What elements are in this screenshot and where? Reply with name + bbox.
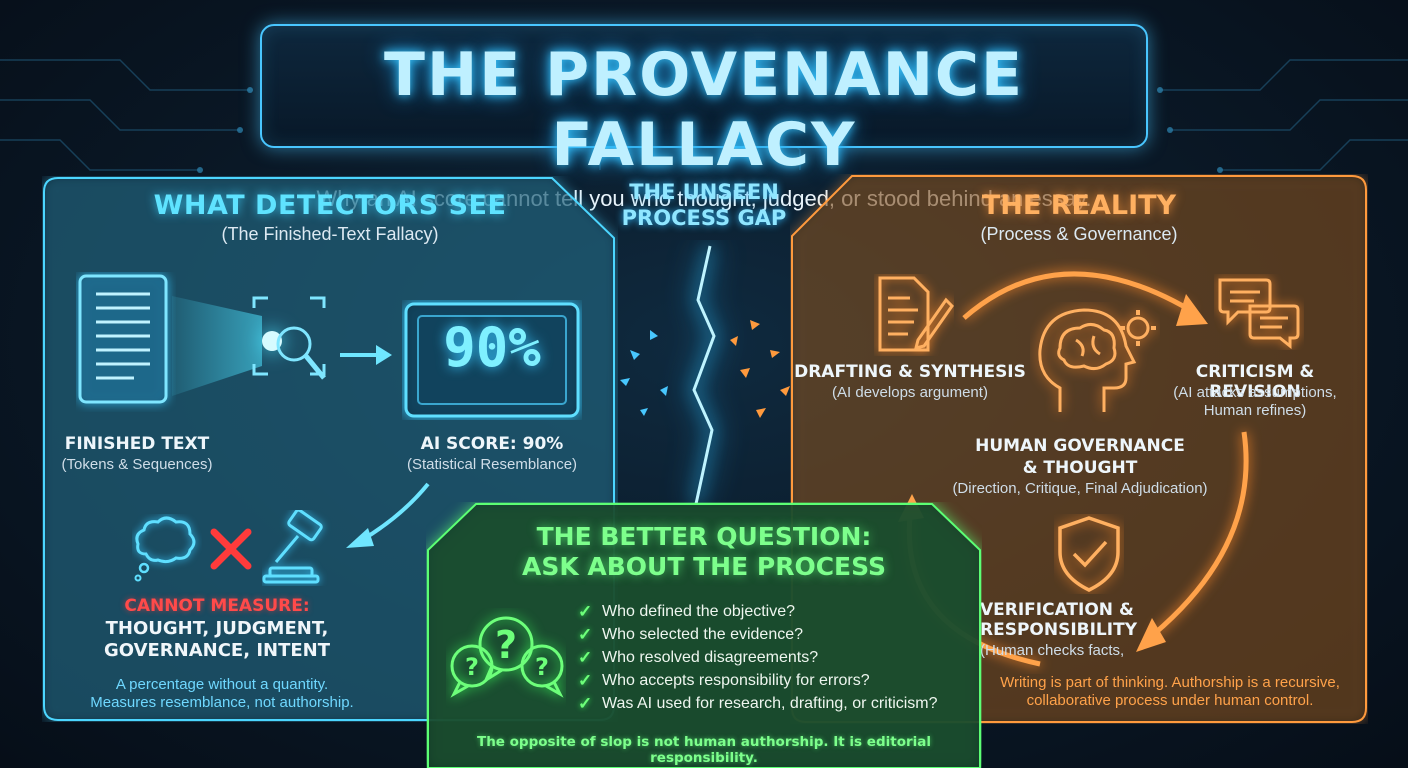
gap-heading-line1: THE UNSEEN <box>629 180 779 204</box>
head-brain-gear-icon <box>1038 308 1156 412</box>
magnifier-scan-icon <box>172 296 326 396</box>
check-icon: ✓ <box>578 624 593 644</box>
drafting-note: (AI develops argument) <box>832 384 988 401</box>
svg-text:?: ? <box>495 623 517 667</box>
cannot-measure-line1: THOUGHT, JUDGMENT, <box>105 618 329 639</box>
question-heading-line1: THE BETTER QUESTION: <box>536 522 872 551</box>
check-icon: ✓ <box>578 670 593 690</box>
ai-score-label: AI SCORE: 90% <box>420 434 564 454</box>
gap-heading-line2: PROCESS GAP <box>621 206 787 230</box>
cannot-measure-title: CANNOT MEASURE: <box>124 596 310 616</box>
finished-text-note: (Tokens & Sequences) <box>61 456 213 473</box>
check-icon: ✓ <box>578 601 593 621</box>
score-display-icon <box>404 302 580 418</box>
detectors-heading: WHAT DETECTORS SEE <box>153 190 507 221</box>
better-question-panel: THE BETTER QUESTION: ASK ABOUT THE PROCE… <box>426 502 982 768</box>
finished-text-label: FINISHED TEXT <box>64 434 210 454</box>
chat-bubbles-icon <box>1218 278 1300 350</box>
svg-text:?: ? <box>465 653 479 681</box>
arrow-down-left-icon <box>346 482 430 548</box>
governance-title-line1: HUMAN GOVERNANCE <box>975 436 1185 456</box>
better-question-frame <box>427 503 981 768</box>
ai-score-note: (Statistical Resemblance) <box>406 456 578 473</box>
governance-title-line2: & THOUGHT <box>1022 458 1138 478</box>
governance-note: (Direction, Critique, Final Adjudication… <box>952 480 1208 497</box>
reality-footer-line2: collaborative process under human contro… <box>1026 692 1314 709</box>
thought-bubble-icon <box>134 516 196 582</box>
question-footer: The opposite of slop is not human author… <box>476 734 931 766</box>
question-bubbles-icon: ? ? ? <box>450 616 564 698</box>
gavel-icon <box>262 510 323 584</box>
list-item: ✓Who selected the evidence? <box>578 624 804 644</box>
list-item: ✓Who defined the objective? <box>578 601 796 621</box>
score-value: 90% <box>443 316 541 379</box>
list-item: ✓Who accepts responsibility for errors? <box>578 670 870 690</box>
arrow-right-icon <box>340 345 392 365</box>
cannot-measure-line2: GOVERNANCE, INTENT <box>103 640 331 661</box>
criticism-title: CRITICISM & REVISION <box>1195 362 1315 402</box>
svg-text:?: ? <box>535 653 549 681</box>
reality-heading: THE REALITY <box>981 190 1177 221</box>
detectors-footer-line2: Measures resemblance, not authorship. <box>90 694 354 711</box>
list-item: ✓Was AI used for research, drafting, or … <box>578 693 938 713</box>
title-banner: THE PROVENANCE FALLACY Why an AI score c… <box>260 24 1148 211</box>
list-item: ✓Who resolved disagreements? <box>578 647 819 667</box>
shield-check-icon <box>1058 516 1120 592</box>
detectors-footer-line1: A percentage without a quantity. <box>115 676 329 693</box>
check-icon: ✓ <box>578 693 593 713</box>
verification-title-line1: VERIFICATION & <box>980 600 1134 620</box>
criticism-note-line2: Human refines) <box>1203 402 1307 419</box>
detectors-subheading: (The Finished-Text Fallacy) <box>221 224 439 244</box>
reality-footer-line1: Writing is part of thinking. Authorship … <box>1000 674 1340 691</box>
document-icon <box>78 274 168 404</box>
page-title: THE PROVENANCE FALLACY <box>384 40 1024 180</box>
drafting-title: DRAFTING & SYNTHESIS <box>794 362 1026 382</box>
question-list: ✓Who defined the objective? ✓Who selecte… <box>578 600 978 715</box>
x-mark-icon <box>210 528 252 570</box>
lightning-crack-icon <box>620 245 790 505</box>
question-heading-line2: ASK ABOUT THE PROCESS <box>521 552 887 581</box>
reality-subheading: (Process & Governance) <box>980 224 1178 244</box>
pen-document-icon <box>878 276 954 352</box>
verification-note: (Human checks facts, <box>980 642 1125 659</box>
verification-title-line2: RESPONSIBILITY <box>980 620 1138 640</box>
criticism-note-line1: (AI attacks assumptions, <box>1173 384 1337 401</box>
check-icon: ✓ <box>578 647 593 667</box>
